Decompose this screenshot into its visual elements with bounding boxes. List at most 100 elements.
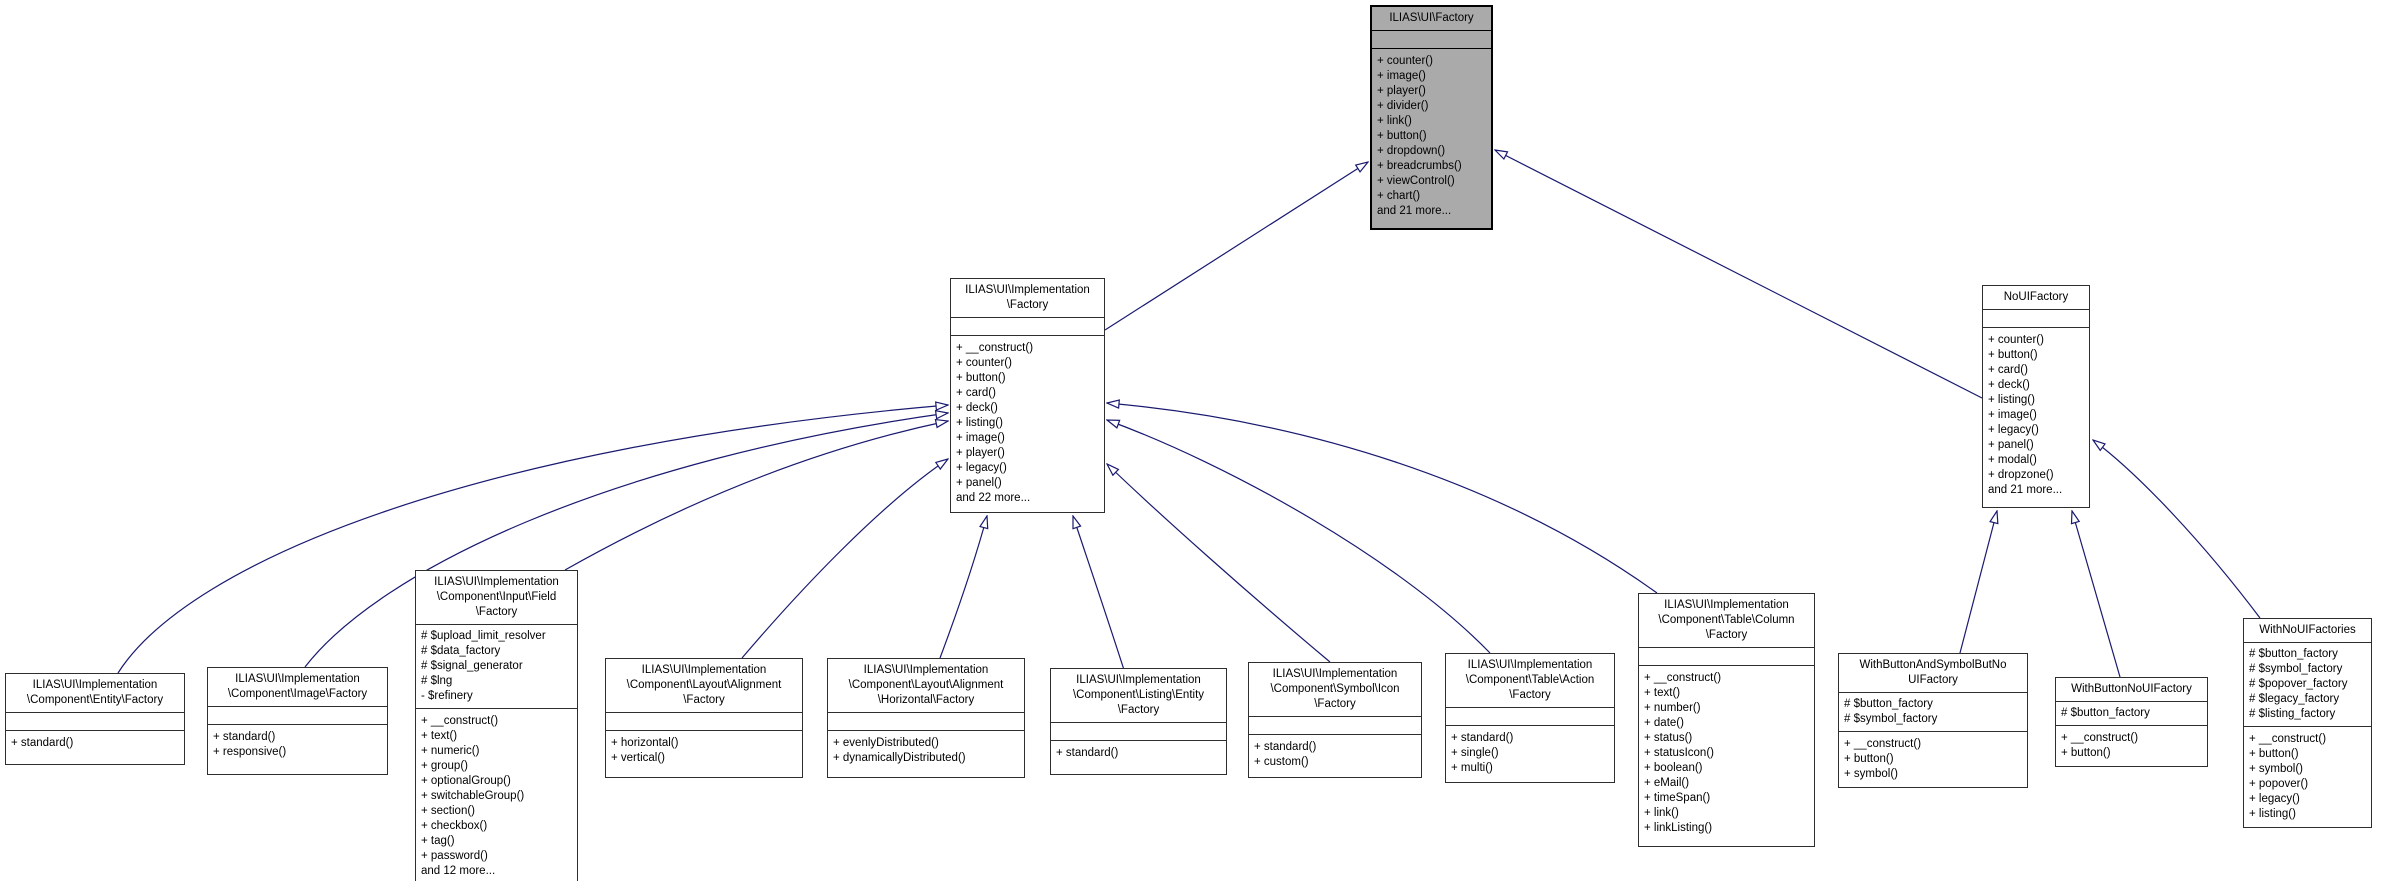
class-title: WithNoUIFactories — [2244, 619, 2371, 642]
class-attributes-compartment — [1639, 647, 1814, 665]
class-method: + switchableGroup() — [421, 790, 525, 802]
inheritance-edge-component-image-factory-to-implementation-factory — [304, 413, 948, 668]
class-title: ILIAS\UI\Implementation\Component\Listin… — [1051, 669, 1226, 722]
class-node-component-layout-alignment-factory[interactable]: ILIAS\UI\Implementation \Component\Layout… — [605, 658, 803, 778]
class-method: + button() — [956, 372, 1006, 384]
class-title: ILIAS\UI\Implementation\Component\Input\… — [416, 571, 577, 624]
class-attribute: # $listing_factory — [2249, 708, 2336, 720]
class-title-line: \Component\Symbol\Icon — [1270, 683, 1400, 695]
class-node-with-no-ui-factories[interactable]: WithNoUIFactories# $button_factory# $sym… — [2243, 618, 2372, 828]
class-title: ILIAS\UI\Implementation\Component\Table\… — [1446, 654, 1614, 707]
class-methods-compartment: + __construct()+ counter()+ button()+ ca… — [951, 335, 1104, 512]
class-title-line: ILIAS\UI\Implementation — [863, 664, 989, 676]
class-method: and 21 more... — [1377, 205, 1452, 217]
class-method: + custom() — [1254, 756, 1309, 768]
class-node-component-listing-entity-factory[interactable]: ILIAS\UI\Implementation\Component\Listin… — [1050, 668, 1227, 775]
class-methods-compartment: + standard() — [1051, 740, 1226, 774]
class-attributes-compartment — [828, 712, 1024, 730]
class-methods-compartment: + evenlyDistributed()+ dynamicallyDistri… — [828, 730, 1024, 777]
class-method: + numeric() — [421, 745, 480, 757]
class-attribute: # $button_factory — [2249, 648, 2338, 660]
class-method: + player() — [956, 447, 1005, 459]
class-method: + horizontal() — [611, 737, 679, 749]
class-title-line: \Component\Input\Field — [436, 591, 557, 603]
class-method: and 21 more... — [1988, 484, 2063, 496]
class-attributes-compartment — [1249, 716, 1421, 734]
class-method: + eMail() — [1644, 777, 1690, 789]
inheritance-edge-implementation-factory-to-ilias-ui-factory — [1104, 162, 1368, 331]
inheritance-edge-component-entity-factory-to-implementation-factory — [117, 405, 948, 674]
class-method: + text() — [421, 730, 458, 742]
class-node-implementation-factory[interactable]: ILIAS\UI\Implementation\Factory+ __const… — [950, 278, 1105, 513]
class-method: + checkbox() — [421, 820, 488, 832]
class-method: + __construct() — [1644, 672, 1722, 684]
class-method: + deck() — [956, 402, 998, 414]
class-method: + dropdown() — [1377, 145, 1446, 157]
class-method: and 12 more... — [421, 865, 496, 877]
class-method: + image() — [956, 432, 1005, 444]
inheritance-edge-component-listing-entity-factory-to-implementation-factory — [1073, 516, 1126, 674]
class-attributes-compartment: # $button_factory — [2056, 701, 2207, 725]
class-title-line: ILIAS\UI\Implementation — [235, 673, 360, 685]
class-node-with-button-no-ui-factory[interactable]: WithButtonNoUIFactory# $button_factory+ … — [2055, 677, 2208, 767]
class-method: + divider() — [1377, 100, 1429, 112]
class-title: NoUIFactory — [1983, 286, 2089, 309]
class-method: + boolean() — [1644, 762, 1703, 774]
class-attribute: # $upload_limit_resolver — [421, 630, 546, 642]
class-title-line: ILIAS\UI\Implementation — [965, 284, 1090, 296]
inheritance-edge-component-table-column-factory-to-implementation-factory — [1107, 403, 1658, 594]
class-method: + date() — [1644, 717, 1684, 729]
class-method: + popover() — [2249, 778, 2309, 790]
class-method: + tag() — [421, 835, 455, 847]
class-method: + link() — [1377, 115, 1412, 127]
class-method: + __construct() — [2061, 732, 2139, 744]
class-title-line: \Horizontal\Factory — [877, 694, 975, 706]
class-method: + counter() — [1377, 55, 1433, 67]
class-method: + standard() — [1451, 732, 1514, 744]
class-method: + dynamicallyDistributed() — [833, 752, 966, 764]
class-node-ilias-ui-factory[interactable]: ILIAS\UI\Factory+ counter()+ image()+ pl… — [1370, 5, 1493, 230]
class-attribute: # $button_factory — [2061, 707, 2150, 719]
class-attribute: # $data_factory — [421, 645, 501, 657]
class-node-no-ui-factory[interactable]: NoUIFactory+ counter()+ button()+ card()… — [1982, 285, 2090, 508]
class-title-line: \Factory — [1314, 698, 1356, 710]
class-method: + legacy() — [956, 462, 1007, 474]
class-method: + dropzone() — [1988, 469, 2054, 481]
inheritance-edge-component-symbol-icon-factory-to-implementation-factory — [1107, 464, 1331, 663]
class-method: + password() — [421, 850, 488, 862]
class-title-line: \Component\Image\Factory — [227, 688, 368, 700]
class-node-component-table-action-factory[interactable]: ILIAS\UI\Implementation\Component\Table\… — [1445, 653, 1615, 783]
class-attributes-compartment — [208, 706, 387, 724]
class-node-component-image-factory[interactable]: ILIAS\UI\Implementation \Component\Image\… — [207, 667, 388, 775]
class-title-line: ILIAS\UI\Implementation — [641, 664, 767, 676]
class-title-line: \Factory — [475, 606, 518, 618]
class-method: + counter() — [956, 357, 1012, 369]
class-method: + group() — [421, 760, 468, 772]
class-method: + panel() — [956, 477, 1002, 489]
inheritance-edge-with-button-no-ui-factory-to-no-ui-factory — [2072, 511, 2121, 678]
class-methods-compartment: + standard()+ custom() — [1249, 734, 1421, 777]
class-attributes-compartment: # $button_factory# $symbol_factory — [1839, 692, 2027, 731]
class-method: + linkListing() — [1644, 822, 1713, 834]
class-attribute: - $refinery — [421, 690, 473, 702]
class-node-component-table-column-factory[interactable]: ILIAS\UI\Implementation\Component\Table\… — [1638, 593, 1815, 847]
class-node-component-symbol-icon-factory[interactable]: ILIAS\UI\Implementation \Component\Symbol… — [1248, 662, 1422, 778]
class-title-line: ILIAS\UI\Implementation — [1272, 668, 1398, 680]
class-node-component-input-field-factory[interactable]: ILIAS\UI\Implementation\Component\Input\… — [415, 570, 578, 881]
class-method: + __construct() — [421, 715, 499, 727]
class-attribute: # $signal_generator — [421, 660, 523, 672]
class-title-line: ILIAS\UI\Implementation — [32, 679, 158, 691]
class-methods-compartment: + standard()+ single()+ multi() — [1446, 725, 1614, 782]
class-method: + viewControl() — [1377, 175, 1455, 187]
class-attributes-compartment — [606, 712, 802, 730]
class-attributes-compartment — [6, 712, 184, 730]
class-node-component-entity-factory[interactable]: ILIAS\UI\Implementation\Component\Entity… — [5, 673, 185, 765]
class-method: + legacy() — [2249, 793, 2300, 805]
class-node-component-layout-alignment-horizontal-factory[interactable]: ILIAS\UI\Implementation\Component\Layout… — [827, 658, 1025, 778]
inheritance-edge-component-table-action-factory-to-implementation-factory — [1107, 420, 1491, 654]
class-title-line: \Component\Layout\Alignment — [626, 679, 782, 691]
class-method: + button() — [1844, 753, 1894, 765]
class-method: + modal() — [1988, 454, 2037, 466]
